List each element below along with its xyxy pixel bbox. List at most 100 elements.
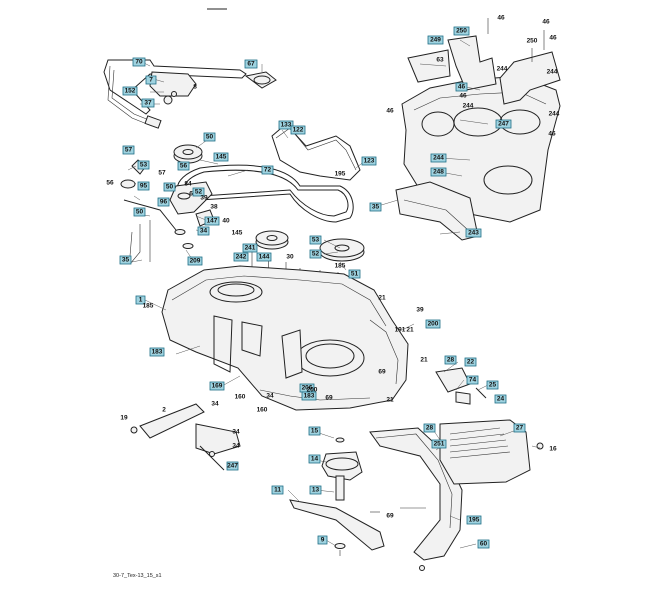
callout-133: 133 <box>278 120 294 130</box>
discharge-chute <box>369 367 544 571</box>
svg-text:206: 206 <box>302 385 313 392</box>
svg-text:251: 251 <box>434 441 445 448</box>
svg-text:241: 241 <box>245 245 256 252</box>
callout-57: 57 <box>122 145 135 155</box>
drawing-code: 30-7_Tex-13_15_s1 <box>113 573 162 579</box>
svg-text:60: 60 <box>480 541 488 548</box>
deck-cover-guard <box>395 18 561 241</box>
callout-13: 13 <box>309 485 322 495</box>
callout-152: 152 <box>122 86 138 96</box>
callout-46: 46 <box>455 82 468 92</box>
svg-text:74: 74 <box>469 377 477 384</box>
mower-deck-housing <box>161 265 409 411</box>
svg-text:6: 6 <box>189 191 193 198</box>
svg-text:69: 69 <box>386 513 394 520</box>
svg-text:46: 46 <box>549 35 557 42</box>
callout-247b: 247 <box>226 461 239 471</box>
svg-text:35: 35 <box>372 204 380 211</box>
svg-text:200: 200 <box>307 387 318 394</box>
svg-text:38: 38 <box>210 204 218 211</box>
svg-text:34: 34 <box>200 228 208 235</box>
svg-text:95: 95 <box>140 183 148 190</box>
callout-147: 147 <box>204 216 220 226</box>
svg-text:53: 53 <box>140 162 148 169</box>
svg-text:50: 50 <box>136 209 144 216</box>
svg-text:123: 123 <box>364 158 375 165</box>
callout-53b: 53 <box>309 235 322 245</box>
callout-9: 9 <box>317 535 328 545</box>
svg-text:122: 122 <box>293 127 304 134</box>
callout-35b: 35 <box>119 255 132 265</box>
callout-52: 52 <box>192 187 205 197</box>
svg-text:133: 133 <box>281 122 292 129</box>
callout-74: 74 <box>466 375 479 385</box>
svg-text:34: 34 <box>232 443 240 450</box>
svg-text:9: 9 <box>321 537 325 544</box>
boxed-callouts: 249 250 70 67 7 152 37 133 122 50 57 53 … <box>119 26 526 549</box>
callout-67: 67 <box>244 59 258 69</box>
svg-text:160: 160 <box>257 407 268 414</box>
svg-text:69: 69 <box>378 369 386 376</box>
svg-text:27: 27 <box>516 425 524 432</box>
callout-195: 195 <box>466 515 482 525</box>
center-pulleys <box>251 230 365 302</box>
callout-122: 122 <box>290 125 306 135</box>
callout-25: 25 <box>486 380 499 390</box>
callout-247: 247 <box>495 119 512 129</box>
svg-text:244: 244 <box>549 111 560 118</box>
svg-text:84: 84 <box>184 181 192 188</box>
callout-183: 183 <box>149 347 165 357</box>
callout-35: 35 <box>369 202 382 212</box>
svg-text:249: 249 <box>430 37 441 44</box>
callout-56: 56 <box>177 161 190 171</box>
callout-50: 50 <box>203 132 216 142</box>
svg-text:185: 185 <box>335 263 346 270</box>
svg-text:53: 53 <box>312 237 320 244</box>
svg-text:34: 34 <box>211 401 219 408</box>
svg-text:46: 46 <box>542 19 550 26</box>
callout-70: 70 <box>132 57 146 67</box>
svg-text:191: 191 <box>395 327 406 334</box>
svg-text:46: 46 <box>386 108 394 115</box>
svg-text:96: 96 <box>160 199 168 206</box>
callout-169: 169 <box>209 381 225 391</box>
svg-text:21: 21 <box>420 357 428 364</box>
svg-text:250: 250 <box>527 38 538 45</box>
callout-28: 28 <box>444 355 457 365</box>
svg-text:15: 15 <box>311 428 319 435</box>
callout-241: 241 <box>242 243 258 253</box>
svg-text:21: 21 <box>378 295 386 302</box>
svg-text:248: 248 <box>433 169 444 176</box>
callout-244: 244 <box>430 153 447 163</box>
callout-34: 34 <box>197 226 210 236</box>
svg-text:24: 24 <box>497 396 505 403</box>
svg-text:13: 13 <box>312 487 320 494</box>
callout-7: 7 <box>145 75 157 85</box>
svg-text:63: 63 <box>436 57 444 64</box>
callout-52b: 52 <box>309 249 322 259</box>
svg-text:169: 169 <box>212 383 223 390</box>
svg-text:57: 57 <box>158 170 166 177</box>
callout-51: 51 <box>348 269 361 279</box>
svg-text:46: 46 <box>458 84 466 91</box>
svg-text:250: 250 <box>456 28 467 35</box>
spindle-and-blade <box>289 437 385 556</box>
svg-text:195: 195 <box>335 171 346 178</box>
callout-183b: 183 <box>301 391 317 401</box>
svg-text:35: 35 <box>122 257 130 264</box>
svg-text:56: 56 <box>106 180 114 187</box>
callout-251: 251 <box>431 439 447 449</box>
svg-text:21: 21 <box>386 397 394 404</box>
svg-text:183: 183 <box>152 349 163 356</box>
callout-15: 15 <box>308 426 321 436</box>
svg-text:28: 28 <box>426 425 434 432</box>
svg-text:185: 185 <box>143 303 154 310</box>
callout-14: 14 <box>308 454 321 464</box>
callout-28b: 28 <box>423 423 436 433</box>
svg-text:1: 1 <box>139 297 143 304</box>
svg-text:145: 145 <box>232 230 243 237</box>
svg-text:72: 72 <box>264 167 272 174</box>
svg-text:242: 242 <box>236 254 247 261</box>
svg-text:144: 144 <box>259 254 270 261</box>
